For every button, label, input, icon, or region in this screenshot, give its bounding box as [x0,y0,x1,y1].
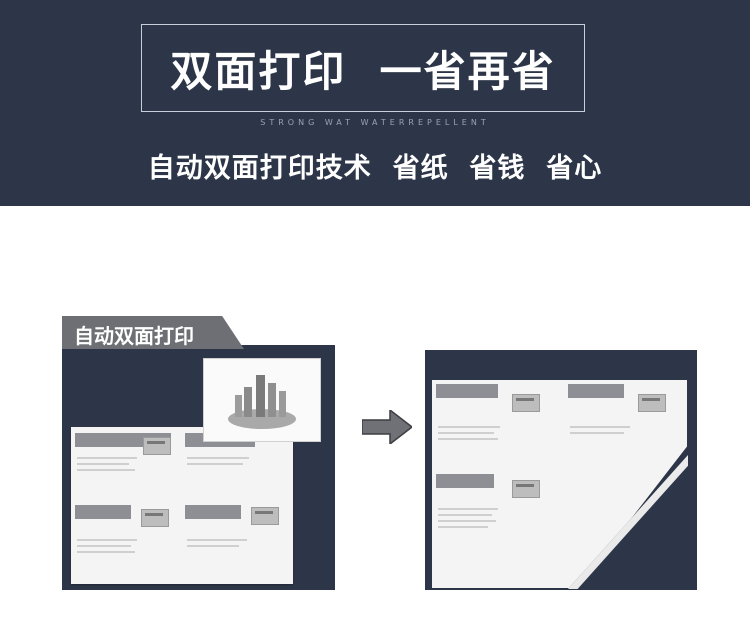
text-line [438,520,496,522]
duplex-label: 自动双面打印 [74,324,194,348]
right-arrow-icon [362,410,412,444]
text-line [438,508,498,510]
printer-image [251,507,279,525]
text-line [77,545,131,547]
printer-image [512,480,540,498]
banner-tagline: STRONG WAT WATERREPELLENT [260,118,490,127]
text-line [570,426,630,428]
brochure-inset-graphic [203,358,321,442]
text-line [187,545,239,547]
printer-image [638,394,666,412]
printer-image [512,394,540,412]
text-line [77,551,135,553]
banner-subtitle: 自动双面打印技术 省纸 省钱 省心 [147,153,603,184]
text-line [438,432,494,434]
text-line [438,526,488,528]
text-line [77,457,137,459]
header-banner: 双面打印 一省再省 STRONG WAT WATERREPELLENT 自动双面… [0,0,750,206]
text-line [570,432,624,434]
text-line [438,426,500,428]
title-frame: 双面打印 一省再省 [141,24,585,112]
left-printed-sheet [71,427,293,584]
text-line [77,539,137,541]
sheet-band [75,505,131,519]
text-line [187,539,247,541]
stacked-chart-graphic [228,375,296,429]
sheet-band [568,384,624,398]
sheet-band [436,474,494,488]
sheet-band [436,384,498,398]
text-line [187,457,249,459]
sheet-band [185,505,241,519]
text-line [438,438,498,440]
text-line [438,514,492,516]
banner-title: 双面打印 一省再省 [170,46,556,96]
printer-image [143,437,171,455]
text-line [77,469,135,471]
text-line [77,463,129,465]
text-line [187,463,243,465]
duplex-label-tag: 自动双面打印 [62,316,244,349]
printer-image [141,509,169,527]
